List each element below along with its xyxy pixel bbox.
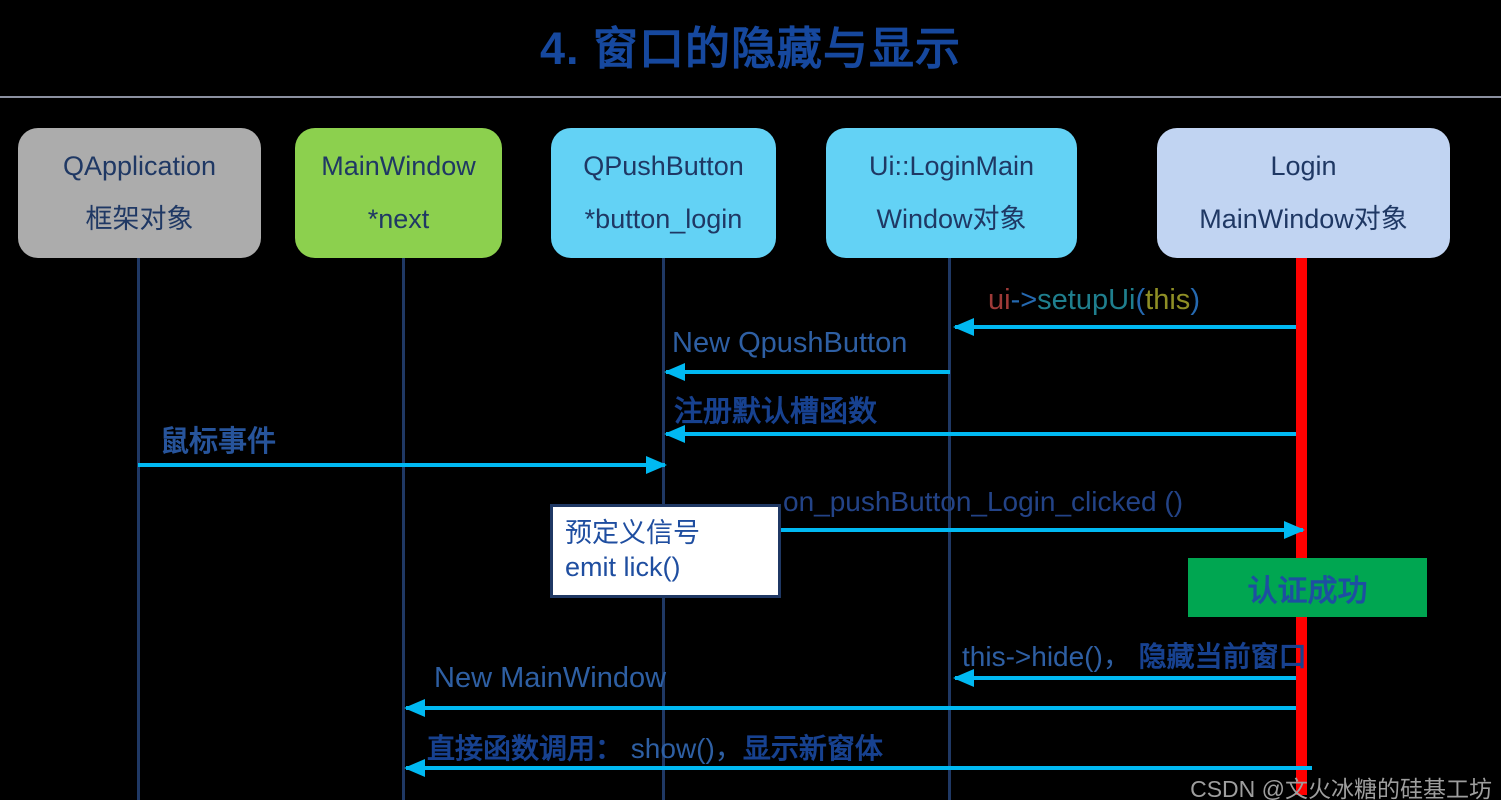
actor-label: MainWindow (321, 151, 476, 182)
arrowhead-left-icon (953, 318, 974, 336)
message-on-clicked: on_pushButton_Login_clicked () (783, 486, 1184, 517)
code-token: ) (1190, 284, 1200, 316)
actor-label: Login (1270, 151, 1337, 182)
code-token: ( (1135, 284, 1146, 316)
arrowhead-left-icon (664, 363, 685, 381)
message-show-suffix: 显示新窗体 (742, 733, 883, 764)
message-show-prefix: 直接函数调用： (427, 733, 624, 764)
arrow-new-mainwindow (404, 699, 1296, 717)
actor-box-mainwindow: MainWindow *next (295, 128, 502, 258)
lifeline-qapplication (137, 258, 140, 800)
actor-sublabel: Window对象 (876, 203, 1027, 234)
note-line2: emit lick() (565, 552, 681, 582)
arrowhead-right-icon (646, 456, 667, 474)
title-separator-line (0, 96, 1501, 98)
actor-box-qapplication: QApplication 框架对象 (18, 128, 261, 258)
arrow-register-slot (664, 425, 1296, 443)
arrowhead-left-icon (953, 669, 974, 687)
message-register-slot: 注册默认槽函数 (674, 396, 878, 428)
actor-sublabel: MainWindow对象 (1199, 203, 1408, 234)
message-hide-label: 隐藏当前窗口 (1130, 641, 1307, 672)
actor-box-ui-loginmainwindow: Ui::LoginMain Window对象 (826, 128, 1077, 258)
actor-label: QApplication (62, 151, 217, 182)
actor-sublabel: *button_login (584, 203, 743, 234)
arrow-show (404, 759, 1312, 777)
code-token: setupUi (1037, 284, 1136, 316)
lifeline-mainwindow (402, 258, 405, 800)
note-predefined-signal: 预定义信号 emit lick() (550, 504, 781, 598)
arrow-setupui (953, 318, 1296, 336)
actor-label: Ui::LoginMain (868, 151, 1035, 182)
arrowhead-right-icon (1284, 521, 1305, 539)
actor-sublabel: 框架对象 (85, 203, 194, 234)
arrow-hide (953, 669, 1296, 687)
message-show: 直接函数调用： show()，显示新窗体 (427, 727, 883, 767)
arrowhead-left-icon (404, 699, 425, 717)
message-mouse-event: 鼠标事件 (160, 426, 277, 458)
actor-box-login-mainwindow: Login MainWindow对象 (1157, 128, 1450, 258)
message-hide: this->hide()， 隐藏当前窗口 (962, 635, 1307, 675)
message-new-qpushbutton: New QpushButton (672, 327, 908, 359)
actor-label: QPushButton (583, 151, 744, 182)
arrow-mouse-event (138, 456, 667, 474)
actor-sublabel: *next (367, 203, 430, 234)
auth-success-box: 认证成功 (1188, 558, 1427, 617)
arrow-on-clicked (766, 521, 1305, 539)
arrowhead-left-icon (404, 759, 425, 777)
code-token: this (1145, 284, 1191, 316)
code-token: ui (988, 284, 1011, 316)
page-title: 4. 窗口的隐藏与显示 (539, 23, 962, 74)
code-token: this->hide()， (962, 641, 1131, 672)
code-token: -> (1010, 284, 1038, 316)
message-setupui: ui->setupUi(this) (988, 284, 1200, 317)
arrow-new-qpushbutton (664, 363, 950, 381)
csdn-watermark: CSDN @文火冰糖的硅基工坊 (1190, 776, 1492, 800)
note-line1: 预定义信号 (565, 518, 700, 549)
arrowhead-left-icon (664, 425, 685, 443)
actor-box-qpushbutton: QPushButton *button_login (551, 128, 776, 258)
message-new-mainwindow: New MainWindow (434, 662, 667, 694)
code-token: show()， (623, 733, 743, 764)
